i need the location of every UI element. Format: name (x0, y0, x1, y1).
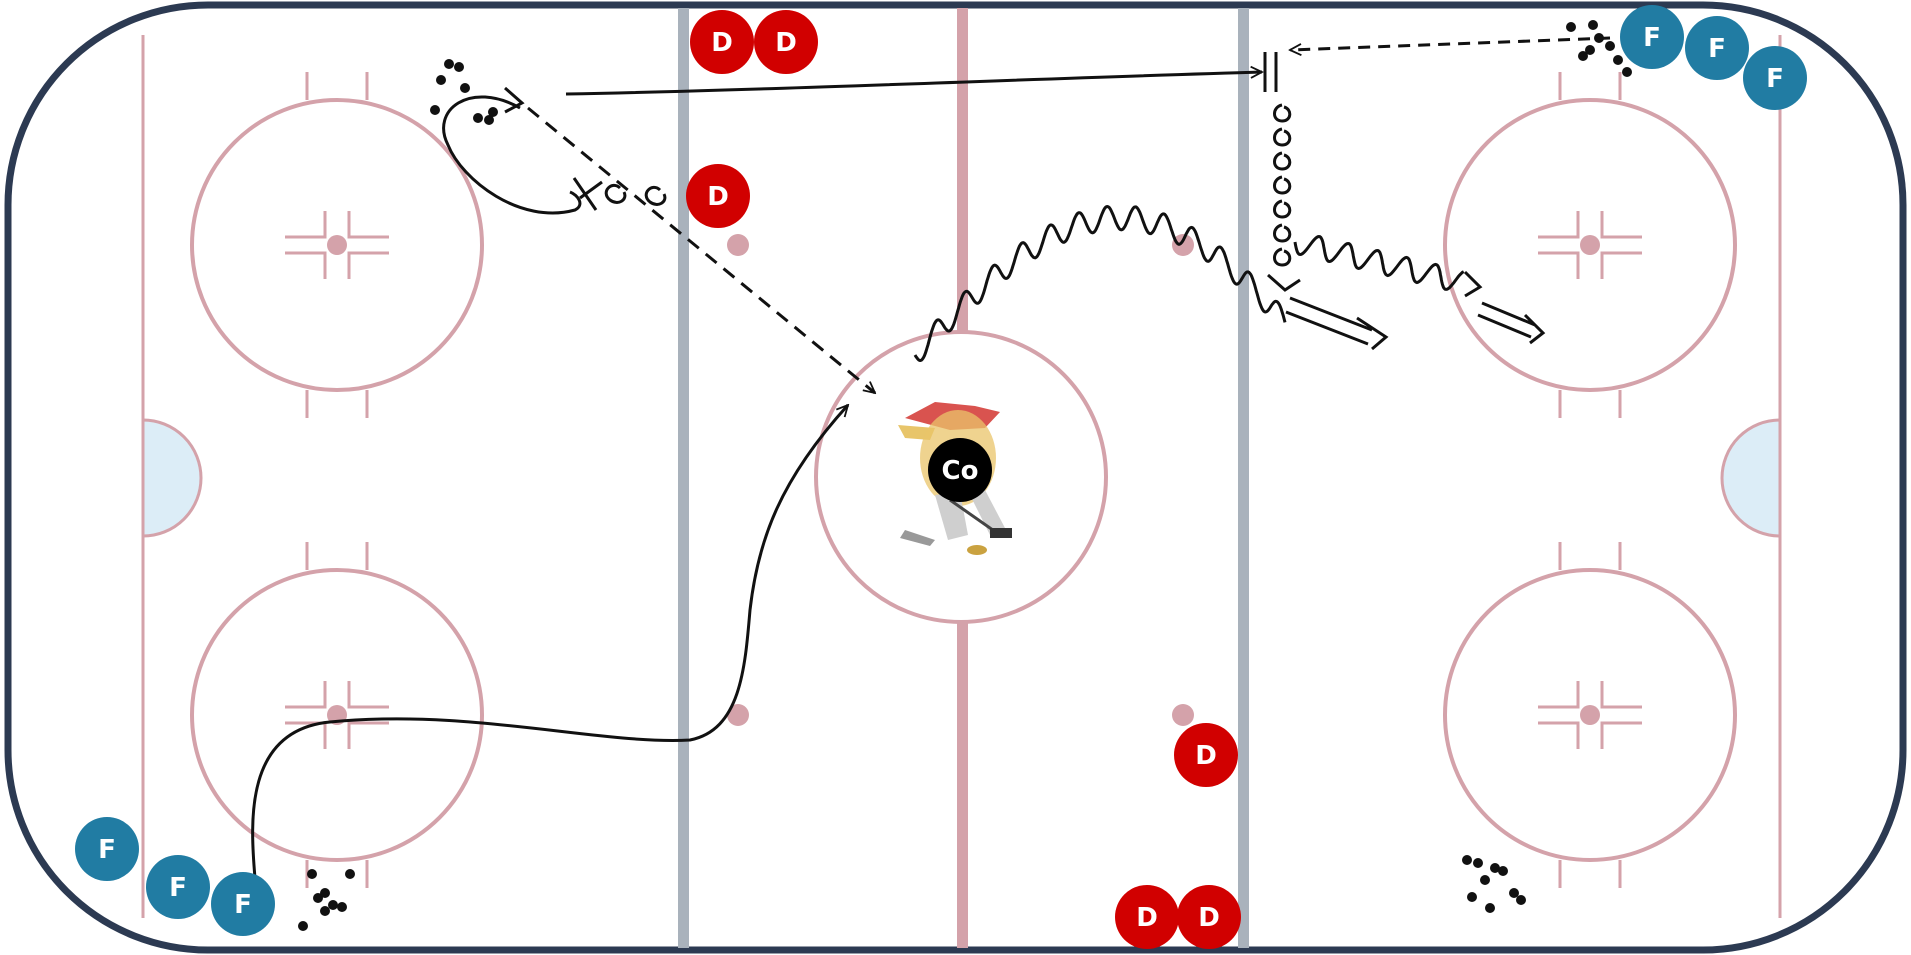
puck (484, 115, 494, 125)
skate-path-bottom (251, 405, 848, 879)
puck (307, 869, 317, 879)
play-paths (251, 36, 1611, 879)
defense-player-label: D (1136, 903, 1158, 933)
blue-line-right (1238, 8, 1249, 948)
stop-marker (572, 177, 603, 211)
neutral-dot (1172, 234, 1194, 256)
puck (1498, 866, 1508, 876)
defense-player-label: D (707, 182, 729, 212)
puck-groups (298, 20, 1632, 931)
forward-player[interactable]: F (211, 872, 275, 936)
puck (436, 75, 446, 85)
puck-carry-wave-right (1293, 234, 1465, 291)
shot-arrow-1 (1285, 296, 1389, 351)
forward-player-label: F (169, 873, 187, 903)
puck (454, 62, 464, 72)
carry-arrow (1463, 270, 1483, 298)
forward-player[interactable]: F (1620, 5, 1684, 69)
puck (1578, 51, 1588, 61)
neutral-dot (1172, 704, 1194, 726)
pivot-arrow (1267, 273, 1301, 292)
puck (473, 113, 483, 123)
faceoff-circle (1443, 72, 1737, 418)
forward-player-label: F (1708, 34, 1726, 64)
defense-player[interactable]: D (1174, 723, 1238, 787)
forward-player[interactable]: F (1685, 16, 1749, 80)
defense-player-label: D (1195, 741, 1217, 771)
defense-player-label: D (775, 28, 797, 58)
faceoff-dot (327, 235, 347, 255)
puck (337, 902, 347, 912)
puck (1566, 22, 1576, 32)
defense-player[interactable]: D (1177, 885, 1241, 949)
pass-path-top (1290, 36, 1611, 50)
defense-player-label: D (711, 28, 733, 58)
forward-player-label: F (234, 890, 252, 920)
goal-crease-right (1720, 418, 1782, 538)
defense-player[interactable]: D (754, 10, 818, 74)
faceoff-circle (190, 72, 484, 418)
defense-player-label: D (1198, 903, 1220, 933)
players: F F F F F F D D D D D D Co (75, 5, 1807, 949)
blue-line-left (678, 8, 689, 948)
puck (1594, 33, 1604, 43)
forward-player-label: F (1643, 23, 1661, 53)
neutral-dot (727, 234, 749, 256)
puck (1485, 903, 1495, 913)
forward-player[interactable]: F (146, 855, 210, 919)
puck (1585, 45, 1595, 55)
defense-player[interactable]: D (686, 164, 750, 228)
puck (1516, 895, 1526, 905)
faceoff-dot (1580, 705, 1600, 725)
goal-crease-left (141, 418, 203, 538)
puck-cluster (1566, 20, 1632, 77)
coach-marker-label: Co (942, 456, 979, 486)
puck (1622, 67, 1632, 77)
puck (320, 906, 330, 916)
skate-arrow-loop (504, 86, 525, 114)
puck (1490, 863, 1500, 873)
faceoff-circles (190, 72, 1737, 888)
skate-path-loop (442, 95, 582, 215)
backward-skate-loops-short (604, 183, 667, 206)
puck (320, 888, 330, 898)
puck (1473, 858, 1483, 868)
puck (444, 59, 454, 69)
puck (1509, 888, 1519, 898)
faceoff-dot (1580, 235, 1600, 255)
puck (1605, 41, 1615, 51)
backward-skate-loops (1273, 103, 1292, 267)
puck (328, 900, 338, 910)
coach-marker[interactable]: Co (928, 438, 992, 502)
puck (313, 893, 323, 903)
faceoff-circle (1443, 542, 1737, 888)
puck (345, 869, 355, 879)
forward-player[interactable]: F (1743, 46, 1807, 110)
skate-path-long (565, 72, 1262, 96)
puck (1613, 55, 1623, 65)
forward-player[interactable]: F (75, 817, 139, 881)
puck (1588, 20, 1598, 30)
puck-cluster (1462, 855, 1526, 913)
puck (1480, 875, 1490, 885)
forward-player-label: F (98, 835, 116, 865)
puck (488, 107, 498, 117)
puck-cluster (298, 869, 355, 931)
defense-player[interactable]: D (1115, 885, 1179, 949)
puck-carry-wave (913, 204, 1287, 363)
forward-player-label: F (1766, 64, 1784, 94)
puck (1462, 855, 1472, 865)
puck (430, 105, 440, 115)
defense-player[interactable]: D (690, 10, 754, 74)
puck-cluster (430, 59, 498, 125)
pass-path-diagonal (527, 106, 875, 393)
neutral-dot (727, 704, 749, 726)
puck (298, 921, 308, 931)
puck (460, 83, 470, 93)
shot-arrow-2 (1477, 301, 1546, 345)
faceoff-circle (190, 542, 484, 888)
puck (1467, 892, 1477, 902)
